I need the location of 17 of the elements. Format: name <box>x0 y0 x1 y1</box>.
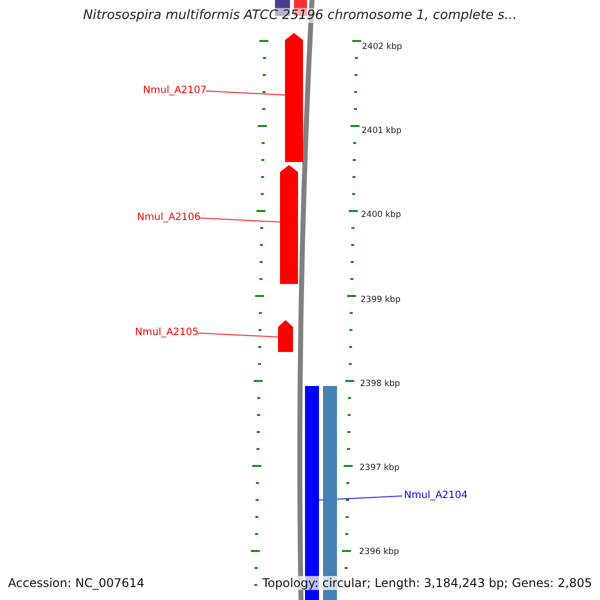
leader-line <box>200 218 280 222</box>
scale-label: 2398 kbp <box>360 379 400 389</box>
gene-label: Nmul_A2105 <box>135 327 199 338</box>
leader-line <box>198 332 278 338</box>
gene-label: Nmul_A2107 <box>143 85 207 96</box>
scale-label: 2401 kbp <box>362 126 402 136</box>
gene-label: Nmul_A2104 <box>404 490 468 501</box>
leader-line <box>206 90 286 96</box>
accession-text: Accession: NC_007614 <box>8 576 144 590</box>
scale-label: 2400 kbp <box>361 210 402 220</box>
scale-label: 2402 kbp <box>362 42 402 52</box>
scale-label: 2397 kbp <box>360 463 400 473</box>
topology-text: Topology: circular; Length: 3,184,243 bp; Genes: 2,805 <box>262 576 592 590</box>
scale-label: 2396 kbp <box>359 547 400 557</box>
scale-label: 2399 kbp <box>360 295 401 305</box>
title: Nitrosospira multiformis ATCC 25196 chromosome 1, complete s... <box>83 8 517 23</box>
gene-label: Nmul_A2106 <box>137 212 201 223</box>
